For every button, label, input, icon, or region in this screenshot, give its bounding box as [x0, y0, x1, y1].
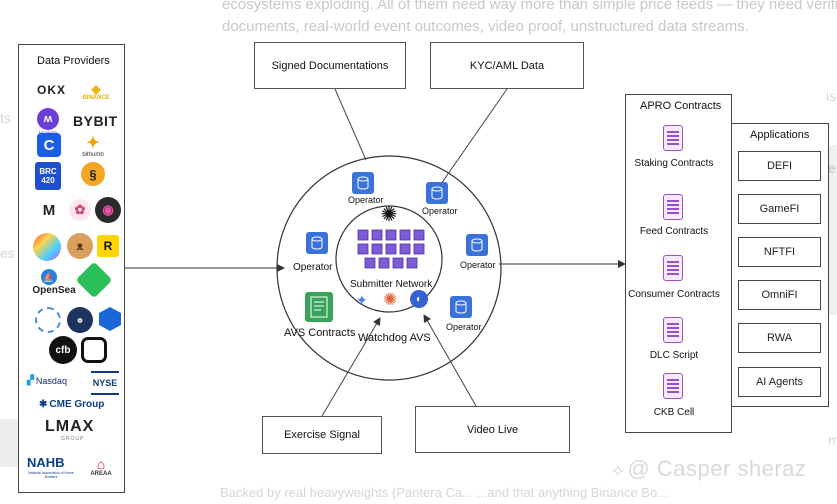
- application-item: DEFI: [738, 151, 821, 181]
- avs-contracts-label: AVS Contracts: [284, 327, 356, 339]
- background-side-text: es: [0, 245, 15, 261]
- contract-document-icon: [663, 125, 683, 151]
- avs-contracts-icon: [305, 292, 333, 322]
- contract-document-icon: [663, 255, 683, 281]
- operator-label: Operator: [446, 322, 482, 332]
- watchdog-avs-label: Watchdog AVS: [358, 332, 431, 344]
- background-side-text: ts: [0, 110, 11, 126]
- openai-icon: ✺: [380, 204, 398, 226]
- binance-logo-text: BINANCE: [82, 95, 110, 101]
- flower-logo: ✿: [69, 199, 91, 221]
- contract-document-icon: [663, 373, 683, 399]
- apro-contracts-title: APRO Contracts: [640, 100, 722, 112]
- brc420-logo: BRC 420: [35, 162, 61, 190]
- claude-burst-icon: ✺: [383, 290, 398, 309]
- watermark: ⟡@ Casper sheraz: [612, 456, 806, 482]
- exercise-signal-box: Exercise Signal: [262, 416, 382, 454]
- rainbow-logo: [33, 233, 61, 261]
- bithumb-logo-text: bithumb: [82, 152, 104, 158]
- application-item: GameFI: [738, 194, 821, 224]
- data-providers-title: Data Providers: [37, 55, 110, 67]
- binance-logo: ◈BINANCE: [82, 82, 110, 101]
- areaa-logo-text: AREAA: [90, 471, 112, 477]
- watermark-text: @ Casper sheraz: [627, 456, 807, 481]
- opensea-icon: ⛵: [41, 269, 57, 285]
- operator-node-icon: [466, 234, 488, 256]
- coinbase-logo: C: [37, 133, 61, 157]
- lmax-group-text: GROUP: [61, 436, 85, 442]
- operator-node-icon: [306, 232, 328, 254]
- operator-label: Operator: [460, 260, 496, 270]
- contract-document-icon: [663, 317, 683, 343]
- applications-title: Applications: [750, 129, 810, 141]
- hex-logo: [99, 307, 121, 331]
- contract-label: Consumer Contracts: [628, 289, 720, 300]
- operator-label: Operator: [293, 262, 333, 273]
- contract-label: DLC Script: [649, 350, 699, 361]
- nyse-logo: NYSE: [91, 371, 119, 395]
- cfb-logo: cfb: [49, 336, 77, 364]
- background-side-text: e: [828, 160, 836, 176]
- signed-documentations-box: Signed Documentations: [254, 42, 406, 89]
- nasdaq-logo: ▞Nasdaq: [27, 375, 67, 386]
- watermark-icon: ⟡: [612, 460, 625, 480]
- background-bottom-text: Backed by real heavyweights (Pantera Ca.…: [220, 485, 669, 500]
- operator-label: Operator: [422, 206, 458, 216]
- lmax-logo: LMAX: [45, 418, 95, 435]
- nasdaq-logo-text: Nasdaq: [35, 375, 67, 386]
- contract-label: Staking Contracts: [634, 158, 714, 169]
- application-item: OmniFI: [738, 280, 821, 310]
- sunburst-logo: [35, 307, 61, 333]
- data-providers-panel: Data Providers OKX ◈BINANCE ʍ kraken BYB…: [18, 44, 125, 493]
- pancake-logo: ᴥ: [67, 233, 93, 259]
- contract-label: CKB Cell: [653, 407, 695, 418]
- operator-node-icon: [352, 172, 374, 194]
- cme-group-logo-text: CME Group: [49, 399, 105, 410]
- video-live-box: Video Live: [415, 406, 570, 453]
- submitter-cubes-icon: [356, 228, 426, 270]
- kraken-logo: ʍ: [37, 108, 59, 130]
- background-text-line-2: documents, real-world event outcomes, vi…: [222, 18, 749, 35]
- green-cube-logo: [75, 261, 113, 299]
- contract-document-icon: [663, 194, 683, 220]
- operator-node-icon: [426, 182, 448, 204]
- background-side-text: m: [828, 432, 837, 448]
- r-logo: R: [97, 235, 119, 257]
- application-item: NFTFI: [738, 237, 821, 267]
- mexc-logo: M: [42, 201, 56, 219]
- operator-label: Operator: [348, 195, 384, 205]
- bybit-logo: BYBIT: [73, 113, 118, 129]
- cme-group-logo: ✱CME Group: [39, 399, 105, 410]
- nahb-logo: NAHB: [27, 455, 65, 470]
- operator-node-icon: [450, 296, 472, 318]
- opensea-logo-text: OpenSea: [32, 285, 76, 296]
- bithumb-icon: ✦: [86, 135, 100, 152]
- background-side-text: is: [826, 88, 837, 104]
- swirl-dark-logo: ◉: [95, 197, 121, 223]
- nahb-logo-subtitle: National Association of Home Builders: [28, 471, 74, 479]
- square-logo: [81, 337, 107, 363]
- application-item: AI Agents: [738, 367, 821, 397]
- okx-logo: OKX: [37, 83, 67, 97]
- submitter-network-label: Submitter Network: [350, 279, 433, 290]
- swirl-logo: §: [81, 162, 105, 186]
- areaa-logo: ⌂ AREAA: [90, 456, 112, 477]
- deepseek-icon: ◐: [410, 290, 428, 308]
- dark-circle-logo: ◍: [67, 307, 93, 333]
- contract-label: Feed Contracts: [639, 226, 709, 237]
- gemini-star-icon: ✦: [356, 292, 368, 308]
- background-text-line-1: ecosystems exploding. All of them need w…: [222, 0, 837, 13]
- kyc-aml-data-box: KYC/AML Data: [430, 42, 584, 89]
- application-item: RWA: [738, 323, 821, 353]
